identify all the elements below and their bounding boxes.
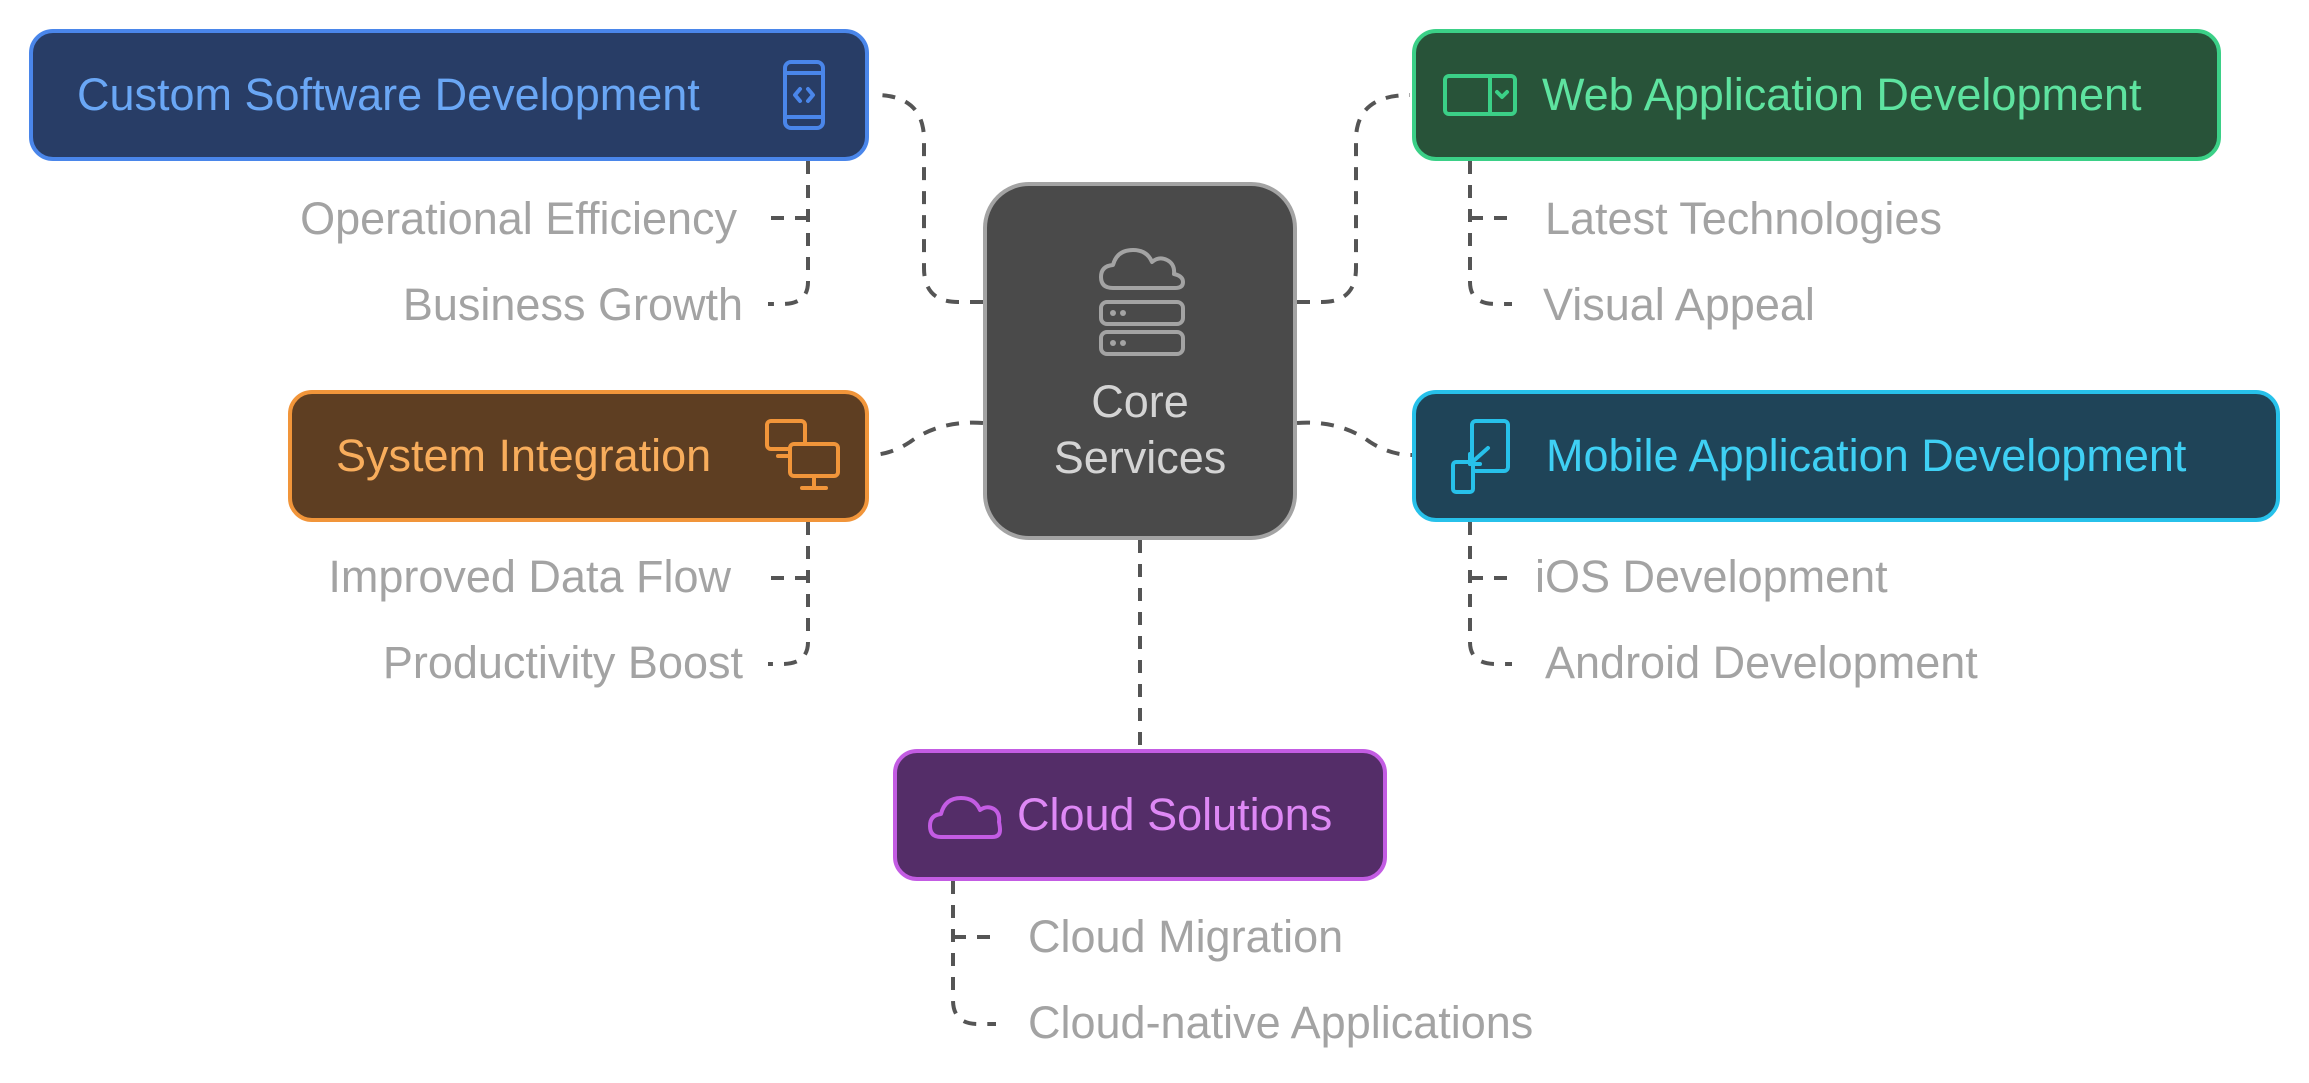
node-custom-software-development[interactable]: Custom Software Development — [29, 29, 869, 161]
cloud-server-icon — [1099, 248, 1185, 356]
node-cloud-solutions[interactable]: Cloud Solutions — [893, 749, 1387, 881]
node-label: Web Application Development — [1542, 69, 2142, 120]
connector-core-mobile — [1296, 420, 1413, 457]
browser-window-icon — [1443, 74, 1517, 116]
cloud-icon — [928, 796, 1002, 839]
node-label: Cloud Solutions — [1017, 789, 1333, 840]
leaf-cloud-native-applications: Cloud-native Applications — [1028, 997, 1534, 1048]
connector-core-custom — [874, 93, 983, 304]
connector-cloud-leaves — [951, 881, 996, 1026]
core-title: Core Services — [1053, 376, 1227, 483]
leaf-visual-appeal: Visual Appeal — [1543, 279, 1815, 330]
connector-mobile-leaves — [1468, 522, 1512, 666]
connector-web-leaves — [1468, 161, 1512, 306]
leaf-productivity-boost: Productivity Boost — [382, 637, 743, 688]
node-mobile-application-development[interactable]: Mobile Application Development — [1412, 390, 2280, 522]
leaf-business-growth: Business Growth — [402, 279, 743, 330]
leaf-cloud-migration: Cloud Migration — [1028, 911, 1344, 962]
node-label: System Integration — [336, 430, 712, 481]
linked-monitors-icon — [765, 419, 840, 490]
connector-core-web — [1297, 93, 1411, 304]
node-web-application-development[interactable]: Web Application Development — [1412, 29, 2221, 161]
leaf-ios-development: iOS Development — [1535, 551, 1888, 602]
leaf-operational-efficiency: Operational Efficiency — [300, 193, 737, 244]
connector-system-leaves — [768, 522, 810, 666]
connector-custom-leaves — [768, 161, 810, 306]
node-label: Custom Software Development — [77, 69, 700, 120]
leaf-android-development: Android Development — [1545, 637, 1978, 688]
leaf-improved-data-flow: Improved Data Flow — [328, 551, 731, 602]
node-system-integration[interactable]: System Integration — [288, 390, 869, 522]
smartphone-code-icon — [783, 60, 825, 130]
node-label: Mobile Application Development — [1546, 430, 2187, 481]
leaf-latest-technologies: Latest Technologies — [1545, 193, 1942, 244]
core-services-node[interactable]: Core Services — [983, 182, 1297, 540]
connector-core-system — [869, 420, 984, 457]
phone-to-tablet-icon — [1451, 419, 1510, 494]
